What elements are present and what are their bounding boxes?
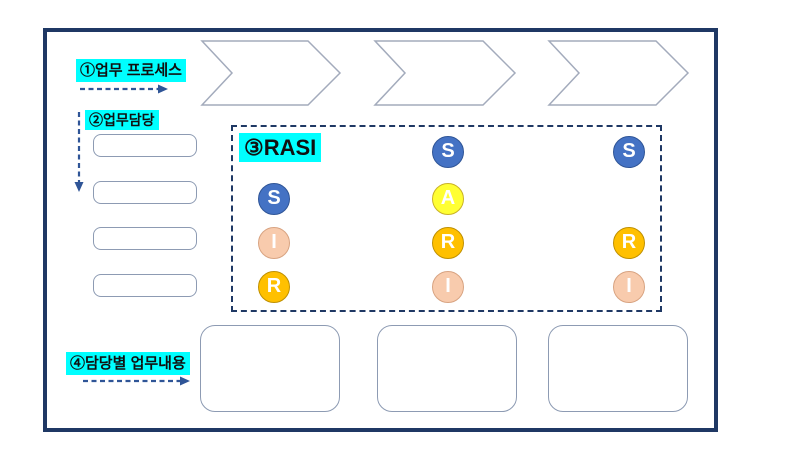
rasi-circle-r: R <box>613 227 645 259</box>
rasi-circle-r: R <box>258 271 290 303</box>
staff-box-3 <box>93 227 197 250</box>
content-box-2 <box>377 325 517 412</box>
rasi-circle-s: S <box>258 183 290 215</box>
content-box-3 <box>548 325 688 412</box>
label-work-content-per-staff: ④담당별 업무내용 <box>66 352 190 376</box>
content-box-1 <box>200 325 340 412</box>
rasi-circle-r: R <box>432 227 464 259</box>
label-business-process: ①업무 프로세스 <box>76 59 186 83</box>
staff-box-4 <box>93 274 197 297</box>
rasi-circle-s: S <box>432 136 464 168</box>
rasi-matrix-box <box>231 125 662 312</box>
label-rasi: ③RASI <box>239 133 322 163</box>
rasi-circle-i: I <box>258 227 290 259</box>
process-flow-arrow <box>80 84 168 94</box>
staff-box-2 <box>93 181 197 204</box>
rasi-circle-s: S <box>613 136 645 168</box>
process-chevron-3 <box>547 40 690 106</box>
staff-box-1 <box>93 134 197 157</box>
rasi-circle-i: I <box>613 271 645 303</box>
content-flow-arrow <box>83 376 190 386</box>
label-staff-in-charge: ②업무담당 <box>85 110 159 131</box>
rasi-circle-a: A <box>432 183 464 215</box>
diagram-frame <box>43 28 718 432</box>
staff-flow-arrow <box>74 112 84 192</box>
process-chevron-2 <box>373 40 517 106</box>
rasi-circle-i: I <box>432 271 464 303</box>
process-chevron-1 <box>200 40 342 106</box>
